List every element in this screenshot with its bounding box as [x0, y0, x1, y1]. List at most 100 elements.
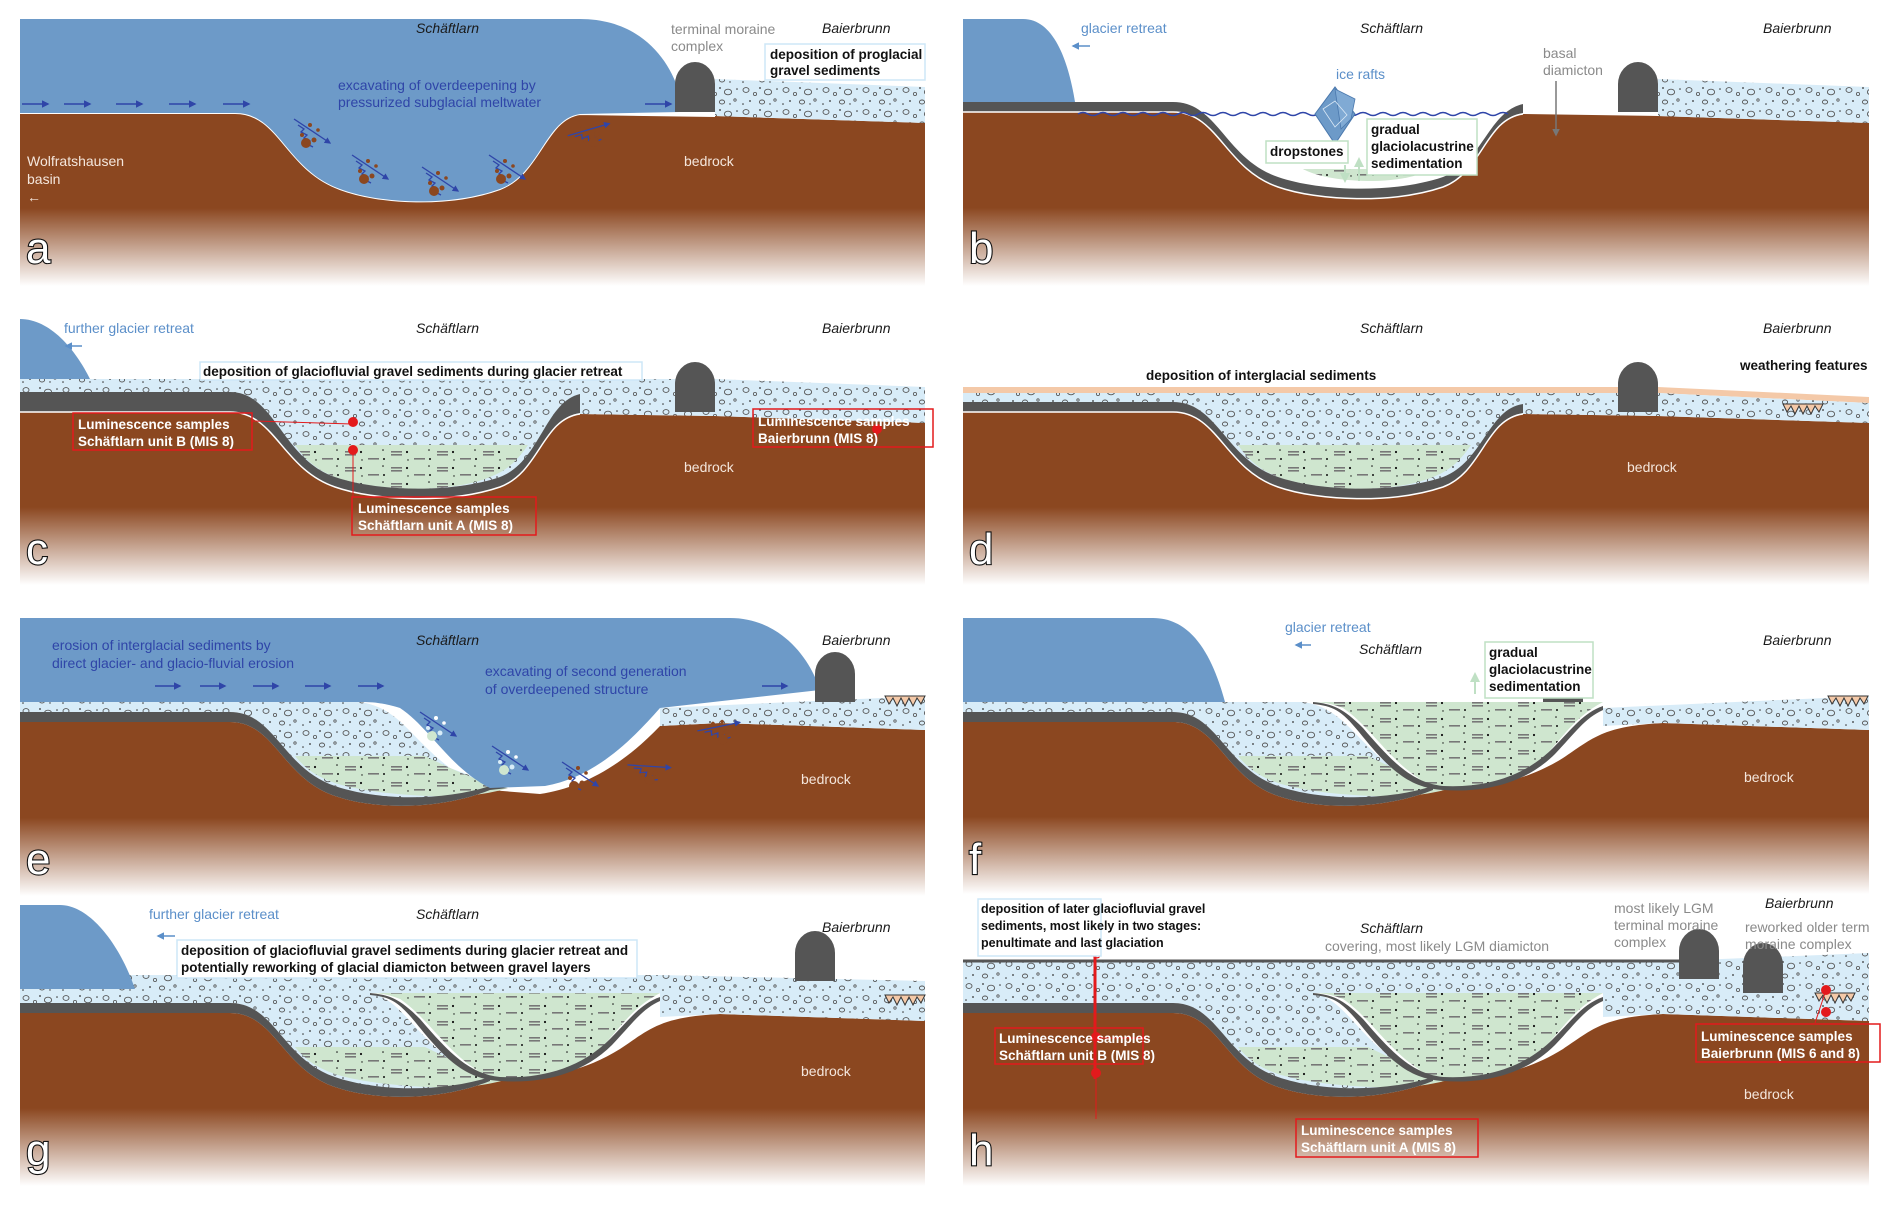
sample-baierbrunn-marker-lower	[1821, 1007, 1831, 1017]
place-baierbrunn: Baierbrunn	[822, 20, 891, 36]
sedimentation-box	[1366, 118, 1478, 176]
sample-b-line-1: Luminescence samples	[999, 1031, 1151, 1046]
deposition-box-line-1: deposition of proglacial	[770, 47, 922, 62]
sedimentation-box	[1484, 641, 1594, 699]
place-schaeftlarn: Schäftlarn	[1359, 641, 1422, 657]
place-baierbrunn: Baierbrunn	[1765, 895, 1834, 911]
sample-b-line-2: Schäftlarn unit B (MIS 8)	[999, 1048, 1155, 1063]
second-lacustrine-layer	[1313, 993, 1603, 1079]
basal-label-1: basal	[1543, 45, 1576, 61]
lgm-moraine-line-1: most likely LGM	[1614, 900, 1714, 916]
bedrock-layer	[20, 722, 925, 896]
second-lacustrine-layer	[1313, 702, 1603, 788]
bedrock-label: bedrock	[684, 459, 735, 475]
glacier-text-1: excavating of overdeepening by	[338, 77, 536, 93]
lacustrine-layer	[295, 756, 508, 797]
terminal-moraine	[815, 652, 855, 702]
retreat-label: further glacier retreat	[149, 906, 279, 922]
excavating-text-2: of overdeepened structure	[485, 681, 649, 697]
bedrock-layer	[963, 722, 1869, 894]
lacustrine-layer	[1238, 756, 1451, 797]
sample-b-line-2: Schäftlarn unit B (MIS 8)	[78, 434, 234, 449]
place-baierbrunn: Baierbrunn	[1763, 20, 1832, 36]
moraine-label-1: terminal moraine	[671, 21, 775, 37]
glacier-text-2: pressurized subglacial meltwater	[338, 94, 541, 110]
bedrock-label: bedrock	[1627, 459, 1678, 475]
sample-a-line-2: Schäftlarn unit A (MIS 8)	[1301, 1140, 1456, 1155]
deposition-box	[199, 361, 643, 381]
basin-arrow-icon: ←	[27, 189, 41, 205]
deposition-label: deposition of interglacial sediments	[1146, 368, 1376, 383]
retreat-label: further glacier retreat	[64, 320, 194, 336]
place-schaeftlarn: Schäftlarn	[416, 906, 479, 922]
terminal-moraine	[1618, 62, 1658, 112]
deposition-box-line-1: deposition of later glaciofluvial gravel	[981, 902, 1205, 916]
panel-g: further glacier retreat Schäftlarn Baier…	[20, 905, 926, 1186]
panel-d: Schäftlarn Baierbrunn deposition of inte…	[963, 319, 1869, 585]
panel-letter: c	[26, 525, 48, 574]
sample-baierbrunn-line-1: Luminescence samples	[758, 414, 910, 429]
deposition-box-line-1: deposition of glaciofluvial gravel sedim…	[181, 943, 628, 958]
panel-a: Schäftlarn Baierbrunn excavating of over…	[20, 19, 926, 286]
sample-b-box	[994, 1027, 1144, 1065]
sedimentation-line-3: sedimentation	[1489, 679, 1581, 694]
deposition-box-line-3: penultimate and last glaciation	[981, 936, 1164, 950]
sample-baierbrunn-box	[1695, 1023, 1881, 1063]
basal-diamicton	[20, 1003, 490, 1097]
lacustrine-layer	[1238, 1047, 1451, 1088]
panel-letter: e	[26, 835, 50, 884]
sample-a-line-1: Luminescence samples	[358, 501, 510, 516]
second-diamicton	[370, 993, 660, 1082]
glacier	[20, 19, 680, 202]
sample-baierbrunn-box	[752, 408, 934, 448]
sample-a-box	[1295, 1118, 1479, 1158]
deposition-box	[176, 939, 638, 979]
gravel-right	[1603, 696, 1869, 730]
lake-surface	[1077, 111, 1509, 117]
deposition-box-line-2: sediments, most likely in two stages:	[981, 919, 1201, 933]
lacustrine-layer	[1238, 445, 1471, 489]
bedrock-label: bedrock	[1744, 769, 1795, 785]
sample-b-box	[72, 412, 253, 451]
sample-baierbrunn-line-2: Baierbrunn (MIS 8)	[758, 431, 878, 446]
place-baierbrunn: Baierbrunn	[822, 320, 891, 336]
sample-b-leader	[251, 420, 353, 425]
retreat-label: glacier retreat	[1285, 619, 1371, 635]
place-schaeftlarn: Schäftlarn	[416, 632, 479, 648]
place-schaeftlarn: Schäftlarn	[416, 320, 479, 336]
basal-diamicton	[963, 712, 1433, 806]
sedimentation-line-3: sedimentation	[1371, 156, 1463, 171]
sample-baierbrunn-leader	[1814, 989, 1827, 1024]
panel-f: glacier retreat Schäftlarn Baierbrunn gr…	[963, 618, 1869, 894]
glacier	[963, 618, 1225, 702]
terminal-moraine	[795, 931, 835, 981]
bedrock-label: bedrock	[801, 771, 852, 787]
covering-label: covering, most likely LGM diamicton	[1325, 938, 1549, 954]
panel-letter: b	[969, 224, 993, 273]
place-schaeftlarn: Schäftlarn	[1360, 20, 1423, 36]
bedrock-layer	[20, 1013, 925, 1186]
sample-b-marker	[1091, 1032, 1101, 1042]
lgm-moraine	[1679, 929, 1719, 979]
erosion-text-1: erosion of interglacial sediments by	[52, 637, 271, 653]
basin-label-2: basin	[27, 171, 60, 187]
basal-diamicton	[963, 1003, 1433, 1097]
ice-raft-icon	[1314, 86, 1356, 145]
bedrock-layer	[963, 412, 1869, 585]
sedimentation-line-1: gradual	[1371, 122, 1420, 137]
place-schaeftlarn: Schäftlarn	[1360, 320, 1423, 336]
gravel-right	[660, 696, 925, 730]
panel-letter: d	[969, 525, 993, 574]
sample-baierbrunn-line-2: Baierbrunn (MIS 6 and 8)	[1701, 1046, 1860, 1061]
lacustrine-layer	[295, 1047, 508, 1088]
place-baierbrunn: Baierbrunn	[822, 632, 891, 648]
deposition-box-line-2: potentially reworking of glacial diamict…	[181, 960, 591, 975]
weathering-label: weathering features	[1739, 358, 1868, 373]
bedrock-label: bedrock	[684, 153, 735, 169]
erosion-text-2: direct glacier- and glacio-fluvial erosi…	[52, 655, 294, 671]
proglacial-gravel	[1658, 79, 1869, 123]
terminal-moraine	[675, 362, 715, 412]
sample-b-line-1: Luminescence samples	[78, 417, 230, 432]
retreat-label: glacier retreat	[1081, 20, 1167, 36]
panel-e: erosion of interglacial sediments by dir…	[20, 618, 926, 896]
